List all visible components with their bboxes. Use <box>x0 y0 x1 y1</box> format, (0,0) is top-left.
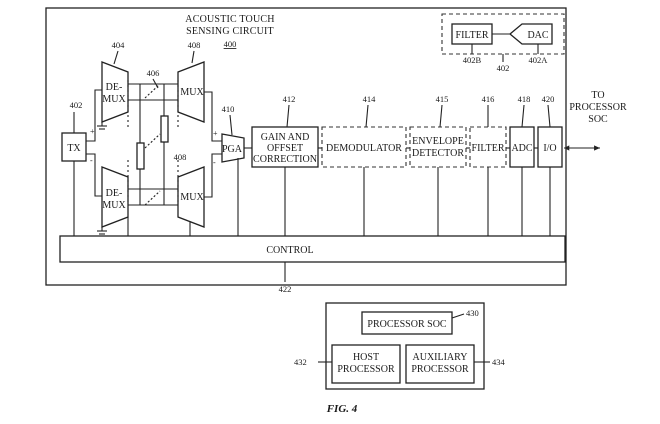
mux-bottom <box>177 166 205 228</box>
output-label-3: SOC <box>588 114 608 125</box>
envelope-detector-block <box>409 126 467 168</box>
circuit-title-line1: ACOUSTIC TOUCH <box>185 14 274 25</box>
gain-ref: 412 <box>283 94 296 104</box>
tx-filter-ref: 402B <box>463 55 482 65</box>
mux-bottom-label: MUX <box>180 192 204 203</box>
gain-label-1: GAIN AND <box>261 132 310 143</box>
io-label: I/O <box>543 143 556 154</box>
control-block <box>59 235 566 263</box>
demodulator-block <box>321 126 407 168</box>
auxiliary-processor-block <box>405 344 475 384</box>
dac-block <box>508 23 553 45</box>
adc-ref-leader <box>521 104 525 128</box>
demux-bottom-label-1: DE- <box>106 188 123 199</box>
host-processor-block <box>331 344 401 384</box>
output-label-1: TO <box>591 90 604 101</box>
demux-top-label-1: DE- <box>106 82 123 93</box>
tx-to-demux-bottom <box>86 153 102 197</box>
tx-ref: 402 <box>70 100 83 110</box>
mux-top <box>177 61 205 123</box>
envelope-ref: 415 <box>436 94 449 104</box>
gain-ref-leader <box>286 104 290 128</box>
tx-group-ref: 402 <box>497 63 510 73</box>
demux-ref-leader <box>113 50 119 65</box>
demodulator-label: DEMODULATOR <box>326 143 402 154</box>
circuit-ref: 400 <box>224 39 237 49</box>
adc-ref: 418 <box>518 94 531 104</box>
host-system-ref: 430 <box>466 308 479 318</box>
gain-label-2: OFFSET <box>267 143 303 154</box>
control-label: CONTROL <box>266 245 313 256</box>
mux-top-label: MUX <box>180 87 204 98</box>
demodulator-ref: 414 <box>363 94 377 104</box>
envelope-label-1: ENVELOPE <box>412 136 464 147</box>
figure-caption: FIG. 4 <box>326 403 358 415</box>
tx-filter-label: FILTER <box>456 30 489 41</box>
host-processor-label-2: PROCESSOR <box>337 364 395 375</box>
envelope-ref-leader <box>439 104 443 128</box>
gain-offset-block <box>251 126 319 168</box>
processor-soc-label: PROCESSOR SOC <box>367 319 447 330</box>
io-block <box>537 126 563 168</box>
demux-top-label-2: MUX <box>102 94 126 105</box>
ground-symbol <box>97 122 107 130</box>
mux-top-to-pga <box>204 91 222 142</box>
pga-ref: 410 <box>222 104 235 114</box>
mux-bottom-to-pga <box>204 153 222 198</box>
adc-block <box>509 126 535 168</box>
io-ref: 420 <box>542 94 555 104</box>
transducer-element <box>160 115 169 143</box>
switch-ref: 406 <box>147 68 160 78</box>
aux-processor-label-2: PROCESSOR <box>411 364 469 375</box>
mux-top-ref-leader <box>191 50 195 64</box>
mux-top-ref: 408 <box>188 40 201 50</box>
host-processor-ref: 432 <box>294 357 307 367</box>
pga-ref-leader <box>229 114 233 136</box>
gain-label-3: CORRECTION <box>253 154 317 165</box>
tx-to-demux-top <box>86 89 102 142</box>
tx-minus-sign: - <box>90 156 93 165</box>
processor-soc-block <box>361 311 453 335</box>
pga-label: PGA <box>222 144 243 155</box>
control-ref: 422 <box>279 284 292 294</box>
host-system-ref-leader <box>451 313 465 319</box>
pga-plus-sign: + <box>213 129 218 138</box>
switch-matrix <box>127 80 179 206</box>
dac-label: DAC <box>527 30 548 41</box>
filter-label: FILTER <box>472 143 505 154</box>
dac-ref: 402A <box>529 55 549 65</box>
filter-block <box>469 126 507 168</box>
switch-ref-leader <box>152 78 159 89</box>
demux-bottom-label-2: MUX <box>102 200 126 211</box>
tx-label: TX <box>67 143 81 154</box>
aux-processor-ref: 434 <box>492 357 506 367</box>
pga-block <box>221 133 245 163</box>
filter-ref: 416 <box>482 94 495 104</box>
transducer-element <box>136 142 145 170</box>
io-ref-leader <box>547 104 551 128</box>
adc-label: ADC <box>511 143 532 154</box>
demodulator-ref-leader <box>365 104 369 128</box>
aux-processor-label-1: AUXILIARY <box>413 352 468 363</box>
circuit-title-line2: SENSING CIRCUIT <box>186 26 274 37</box>
demux-ref: 404 <box>112 40 126 50</box>
output-label-2: PROCESSOR <box>569 102 627 113</box>
pga-minus-sign: - <box>213 158 216 167</box>
mux-bottom-ref: 408 <box>174 152 187 162</box>
ground-symbol <box>97 227 107 235</box>
host-processor-label-1: HOST <box>353 352 379 363</box>
tx-plus-sign: + <box>90 127 95 136</box>
envelope-label-2: DETECTOR <box>412 148 464 159</box>
